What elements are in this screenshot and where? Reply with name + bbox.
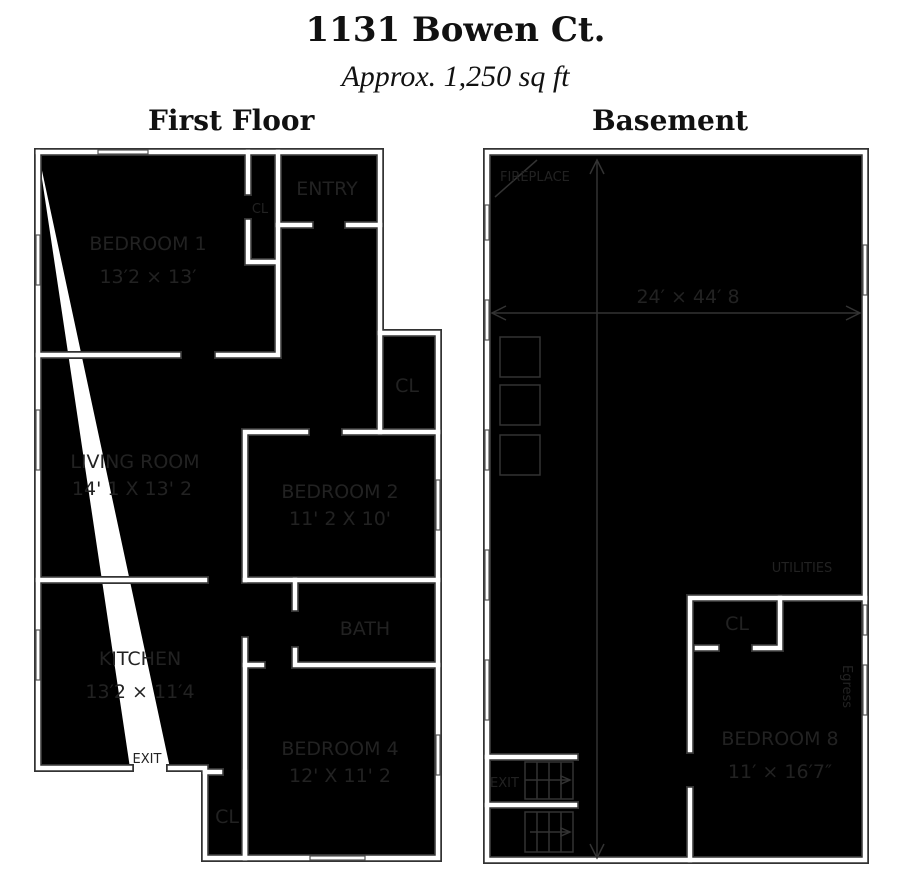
room-label-bath: BATH bbox=[340, 618, 390, 640]
dimension-arrows bbox=[490, 158, 862, 860]
room-label-closet: CL bbox=[725, 613, 749, 635]
room-size-living-room: 14' 1 X 13' 2 bbox=[72, 478, 192, 500]
room-label-closet: CL bbox=[252, 202, 269, 217]
basement-dimensions: 24′ × 44′ 8 bbox=[636, 286, 739, 308]
room-label-entry: ENTRY bbox=[296, 178, 358, 200]
room-label-kitchen: KITCHEN bbox=[99, 648, 181, 670]
room-size-bedroom-1: 13′2 × 13′ bbox=[99, 266, 196, 288]
storage-boxes bbox=[499, 336, 541, 476]
plan-title: 1131 Bowen Ct. bbox=[305, 10, 606, 50]
windows bbox=[484, 204, 868, 721]
first-floor-plan: BEDROOM 1 13′2 × 13′ CL ENTRY CL LIVING … bbox=[36, 150, 440, 860]
room-label-bedroom-2: BEDROOM 2 bbox=[281, 481, 398, 503]
room-label-bedroom-8: BEDROOM 8 bbox=[721, 728, 838, 750]
plan-subtitle: Approx. 1,250 sq ft bbox=[341, 60, 570, 93]
stairs-icon bbox=[524, 761, 574, 853]
fireplace-icon bbox=[494, 159, 538, 198]
room-label-closet: CL bbox=[395, 375, 419, 397]
room-size-bedroom-4: 12' X 11' 2 bbox=[289, 765, 391, 787]
room-size-kitchen: 13′2 × 11′4 bbox=[85, 681, 194, 703]
windows bbox=[35, 149, 441, 861]
room-size-bedroom-2: 11' 2 X 10' bbox=[289, 508, 391, 530]
room-label-closet: CL bbox=[215, 806, 239, 828]
fireplace-label: FIREPLACE bbox=[500, 170, 570, 185]
exit-label: EXIT bbox=[490, 776, 519, 791]
first-floor-heading: First Floor bbox=[148, 104, 315, 137]
basement-heading: Basement bbox=[592, 104, 749, 137]
room-size-bedroom-8: 11′ × 16′7″ bbox=[728, 761, 832, 783]
room-label-bedroom-4: BEDROOM 4 bbox=[281, 738, 398, 760]
exit-label: EXIT bbox=[133, 752, 162, 767]
room-label-bedroom-1: BEDROOM 1 bbox=[89, 233, 206, 255]
egress-label: Egress bbox=[839, 665, 854, 708]
room-label-living-room: LIVING ROOM bbox=[70, 451, 199, 473]
utilities-label: UTILITIES bbox=[772, 561, 833, 576]
basement-plan: FIREPLACE 24′ × 44′ 8 UTILITIES CL Egres… bbox=[485, 152, 867, 860]
